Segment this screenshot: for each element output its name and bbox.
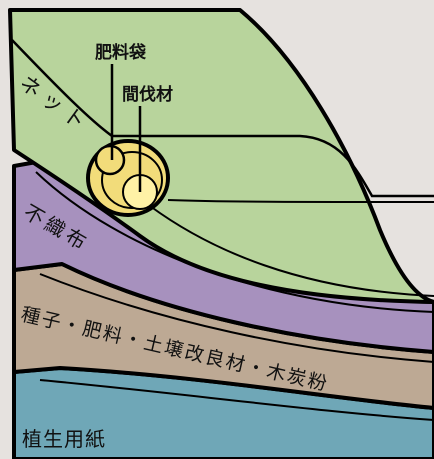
fertilizer-bag-end — [94, 144, 126, 176]
net-fold-line — [167, 199, 434, 203]
net-lower-edge — [149, 205, 434, 297]
net-layer — [8, 8, 434, 304]
seed-layer-ridge — [39, 273, 434, 363]
label-thinning-wood: 間伐材 — [122, 84, 173, 105]
net-face-edge — [11, 39, 434, 198]
label-fertilizer-bag: 肥料袋 — [95, 42, 147, 63]
roll-group — [86, 139, 170, 217]
base-paper-ridge — [39, 379, 434, 421]
label-base-paper: 植生用紙 — [22, 427, 106, 451]
